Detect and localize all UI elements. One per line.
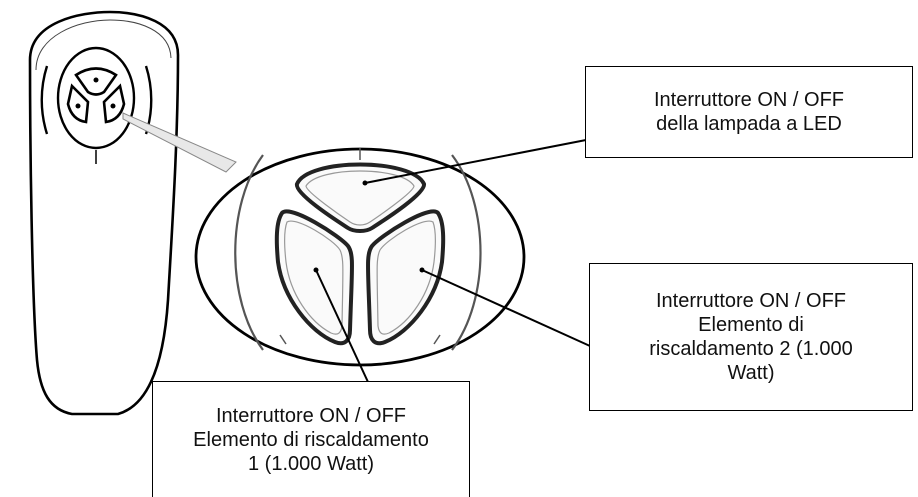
callout-heater-2-text: Interruttore ON / OFF Elemento di riscal… — [649, 289, 852, 385]
leader-line-led — [364, 139, 587, 184]
remote-right-indicator — [110, 103, 116, 109]
enlarged-pad-bottom-left-tick — [279, 334, 287, 345]
remote-left-indicator — [75, 103, 81, 109]
remote-body-inner-edge — [35, 19, 172, 71]
callout-heater-1-text: Interruttore ON / OFF Elemento di riscal… — [193, 404, 429, 476]
heater-1-button — [274, 209, 354, 346]
leader-dot-heater-2 — [419, 267, 425, 273]
leader-lines — [313, 139, 591, 383]
enlarged-pad-right-groove — [451, 154, 482, 351]
callout-heater-1-line2: Elemento di riscaldamento — [193, 428, 429, 451]
leader-dot-heater-1 — [313, 267, 319, 273]
heater-2-button — [366, 209, 446, 346]
enlarged-pad-left-groove — [234, 154, 264, 351]
callout-heater-2-line3: riscaldamento 2 (1.000 — [649, 338, 853, 360]
remote-left-groove — [40, 65, 49, 135]
callout-led-lamp-text: Interruttore ON / OFF della lampada a LE… — [654, 88, 844, 136]
button-pad-icon — [194, 147, 526, 367]
remote-control-icon — [28, 10, 180, 416]
callout-heater-1-line3: 1 (1.000 Watt) — [248, 452, 374, 475]
callout-led-lamp-line1: Interruttore ON / OFF — [653, 89, 845, 111]
leader-dot-led — [362, 180, 368, 186]
led-lamp-button-inner — [305, 170, 415, 226]
leader-line-heater-2 — [421, 269, 591, 347]
remote-top-indicator — [93, 77, 99, 83]
callout-led-lamp: Interruttore ON / OFF della lampada a LE… — [585, 66, 913, 158]
callout-heater-2-line1: Interruttore ON / OFF — [655, 290, 847, 312]
led-lamp-button — [295, 162, 426, 233]
zoom-connector — [122, 112, 237, 173]
leader-line-heater-1 — [315, 269, 369, 383]
enlarged-pad-bottom-right-tick — [433, 334, 441, 345]
callout-heater-2-line4: Watt) — [727, 362, 775, 384]
callout-heater-2: Interruttore ON / OFF Elemento di riscal… — [589, 263, 913, 411]
callout-heater-1: Interruttore ON / OFF Elemento di riscal… — [152, 381, 470, 497]
callout-heater-2-line2: Elemento di — [698, 314, 804, 336]
callout-led-lamp-line2: della lampada a LED — [656, 113, 842, 135]
callout-heater-1-line1: Interruttore ON / OFF — [215, 404, 407, 427]
heater-2-button-inner — [376, 220, 436, 335]
heater-1-button-inner — [284, 220, 344, 335]
